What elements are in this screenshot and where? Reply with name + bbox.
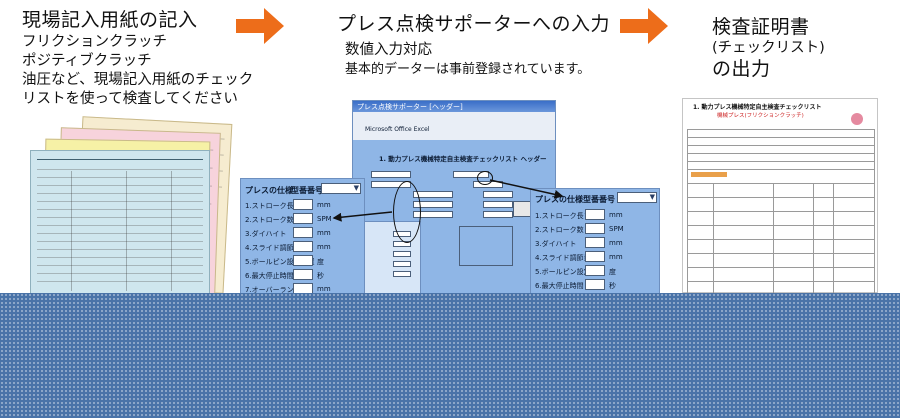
- model-number-combo[interactable]: [321, 183, 361, 194]
- bottom-pattern-band: [0, 293, 900, 418]
- spec-value-field[interactable]: [293, 213, 313, 224]
- report-stamp-icon: [851, 113, 863, 125]
- report-subtitle: 機械プレス(フリクションクラッチ): [717, 113, 804, 119]
- spec-value-field[interactable]: [585, 279, 605, 290]
- spec-label: 7.オーバーラン監視: [245, 286, 308, 294]
- spec-label: 2.ストローク数: [535, 226, 584, 234]
- header-field[interactable]: [393, 251, 411, 257]
- arrow-right-icon: [620, 8, 668, 44]
- spec-label: 3.ダイハイト: [535, 240, 577, 248]
- checklist-report: 1. 動力プレス機械特定自主検査チェックリスト 機械プレス(フリクションクラッチ…: [682, 98, 878, 294]
- step1-line: リストを使って検査してください: [22, 91, 238, 107]
- spec-value-field[interactable]: [293, 255, 313, 266]
- header-field[interactable]: [483, 211, 513, 218]
- step1-line: ポジティブクラッチ: [22, 53, 152, 69]
- header-field[interactable]: [483, 201, 513, 208]
- highlight-circle: [477, 171, 493, 185]
- step1-title: 現場記入用紙の記入: [22, 9, 198, 31]
- report-title: 1. 動力プレス機械特定自主検査チェックリスト: [693, 104, 822, 111]
- spec-unit: mm: [317, 285, 331, 293]
- header-field[interactable]: [393, 261, 411, 267]
- spec-heading: プレスの仕様: [245, 186, 293, 195]
- spec-unit: 度: [609, 268, 616, 276]
- spec-label: 1.ストローク長さ: [535, 212, 591, 220]
- spec-unit: 秒: [609, 282, 616, 290]
- step1-line: 油圧など、現場記入用紙のチェック: [22, 72, 254, 88]
- spec-unit: mm: [317, 201, 331, 209]
- step3-line: の出力: [712, 58, 771, 80]
- model-number-label: 型番番号: [583, 195, 615, 204]
- spec-unit: 秒: [317, 272, 324, 280]
- spec-label: 4.スライド調節量: [245, 244, 301, 252]
- spec-label: 6.最大停止時間: [535, 282, 584, 290]
- model-number-label: 型番番号: [291, 186, 323, 195]
- spec-unit: mm: [317, 243, 331, 251]
- header-field[interactable]: [371, 171, 411, 178]
- step2-title: プレス点検サポーターへの入力: [337, 13, 611, 35]
- step2-line: 数値入力対応: [345, 42, 432, 58]
- spec-value-field[interactable]: [293, 241, 313, 252]
- step3-title: 検査証明書: [712, 16, 810, 38]
- spec-unit: mm: [609, 239, 623, 247]
- spec-heading: プレスの仕様: [535, 195, 583, 204]
- form-title: 1. 動力プレス機械特定自主検査チェックリスト ヘッダー: [379, 155, 547, 163]
- spec-window-right[interactable]: プレスの仕様 型番番号 1.ストローク長さ mm 2.ストローク数 SPM 3.…: [530, 188, 660, 295]
- window-title: プレス点検サポーター [ヘッダー]: [357, 103, 463, 111]
- spec-window-left[interactable]: プレスの仕様 型番番号 1.ストローク長さ mm 2.ストローク数 SPM 3.…: [240, 178, 365, 295]
- step1-line: フリクションクラッチ: [22, 34, 167, 50]
- spec-unit: mm: [609, 253, 623, 261]
- arrow-right-icon: [236, 8, 284, 44]
- spec-label: 2.ストローク数: [245, 216, 294, 224]
- spec-value-field[interactable]: [585, 209, 605, 220]
- spec-value-field[interactable]: [293, 227, 313, 238]
- spec-label: 6.最大停止時間: [245, 272, 294, 280]
- spec-unit: SPM: [609, 225, 624, 233]
- spec-label: 5.ボールピン設定位置: [245, 258, 315, 266]
- spec-value-field[interactable]: [585, 223, 605, 234]
- spec-label: 3.ダイハイト: [245, 230, 287, 238]
- spec-unit: 度: [317, 258, 324, 266]
- step3-line: (チェックリスト): [712, 40, 825, 56]
- step2-line: 基本的データーは事前登録されています。: [345, 62, 591, 77]
- spec-label: 5.ボールピン設定位置: [535, 268, 605, 276]
- spec-unit: mm: [317, 229, 331, 237]
- spec-value-field[interactable]: [585, 237, 605, 248]
- spec-unit: mm: [609, 211, 623, 219]
- spec-value-field[interactable]: [585, 265, 605, 276]
- spec-value-field[interactable]: [293, 199, 313, 210]
- spec-unit: SPM: [317, 215, 332, 223]
- menu-excel[interactable]: Microsoft Office Excel: [365, 126, 430, 133]
- highlight-circle: [393, 181, 421, 243]
- spec-label: 4.スライド調節量: [535, 254, 591, 262]
- header-field[interactable]: [393, 271, 411, 277]
- model-number-combo[interactable]: [617, 192, 657, 203]
- paper-form-front: [30, 150, 210, 300]
- spec-value-field[interactable]: [293, 269, 313, 280]
- header-field[interactable]: [483, 191, 513, 198]
- spec-label: 1.ストローク長さ: [245, 202, 301, 210]
- spec-value-field[interactable]: [585, 251, 605, 262]
